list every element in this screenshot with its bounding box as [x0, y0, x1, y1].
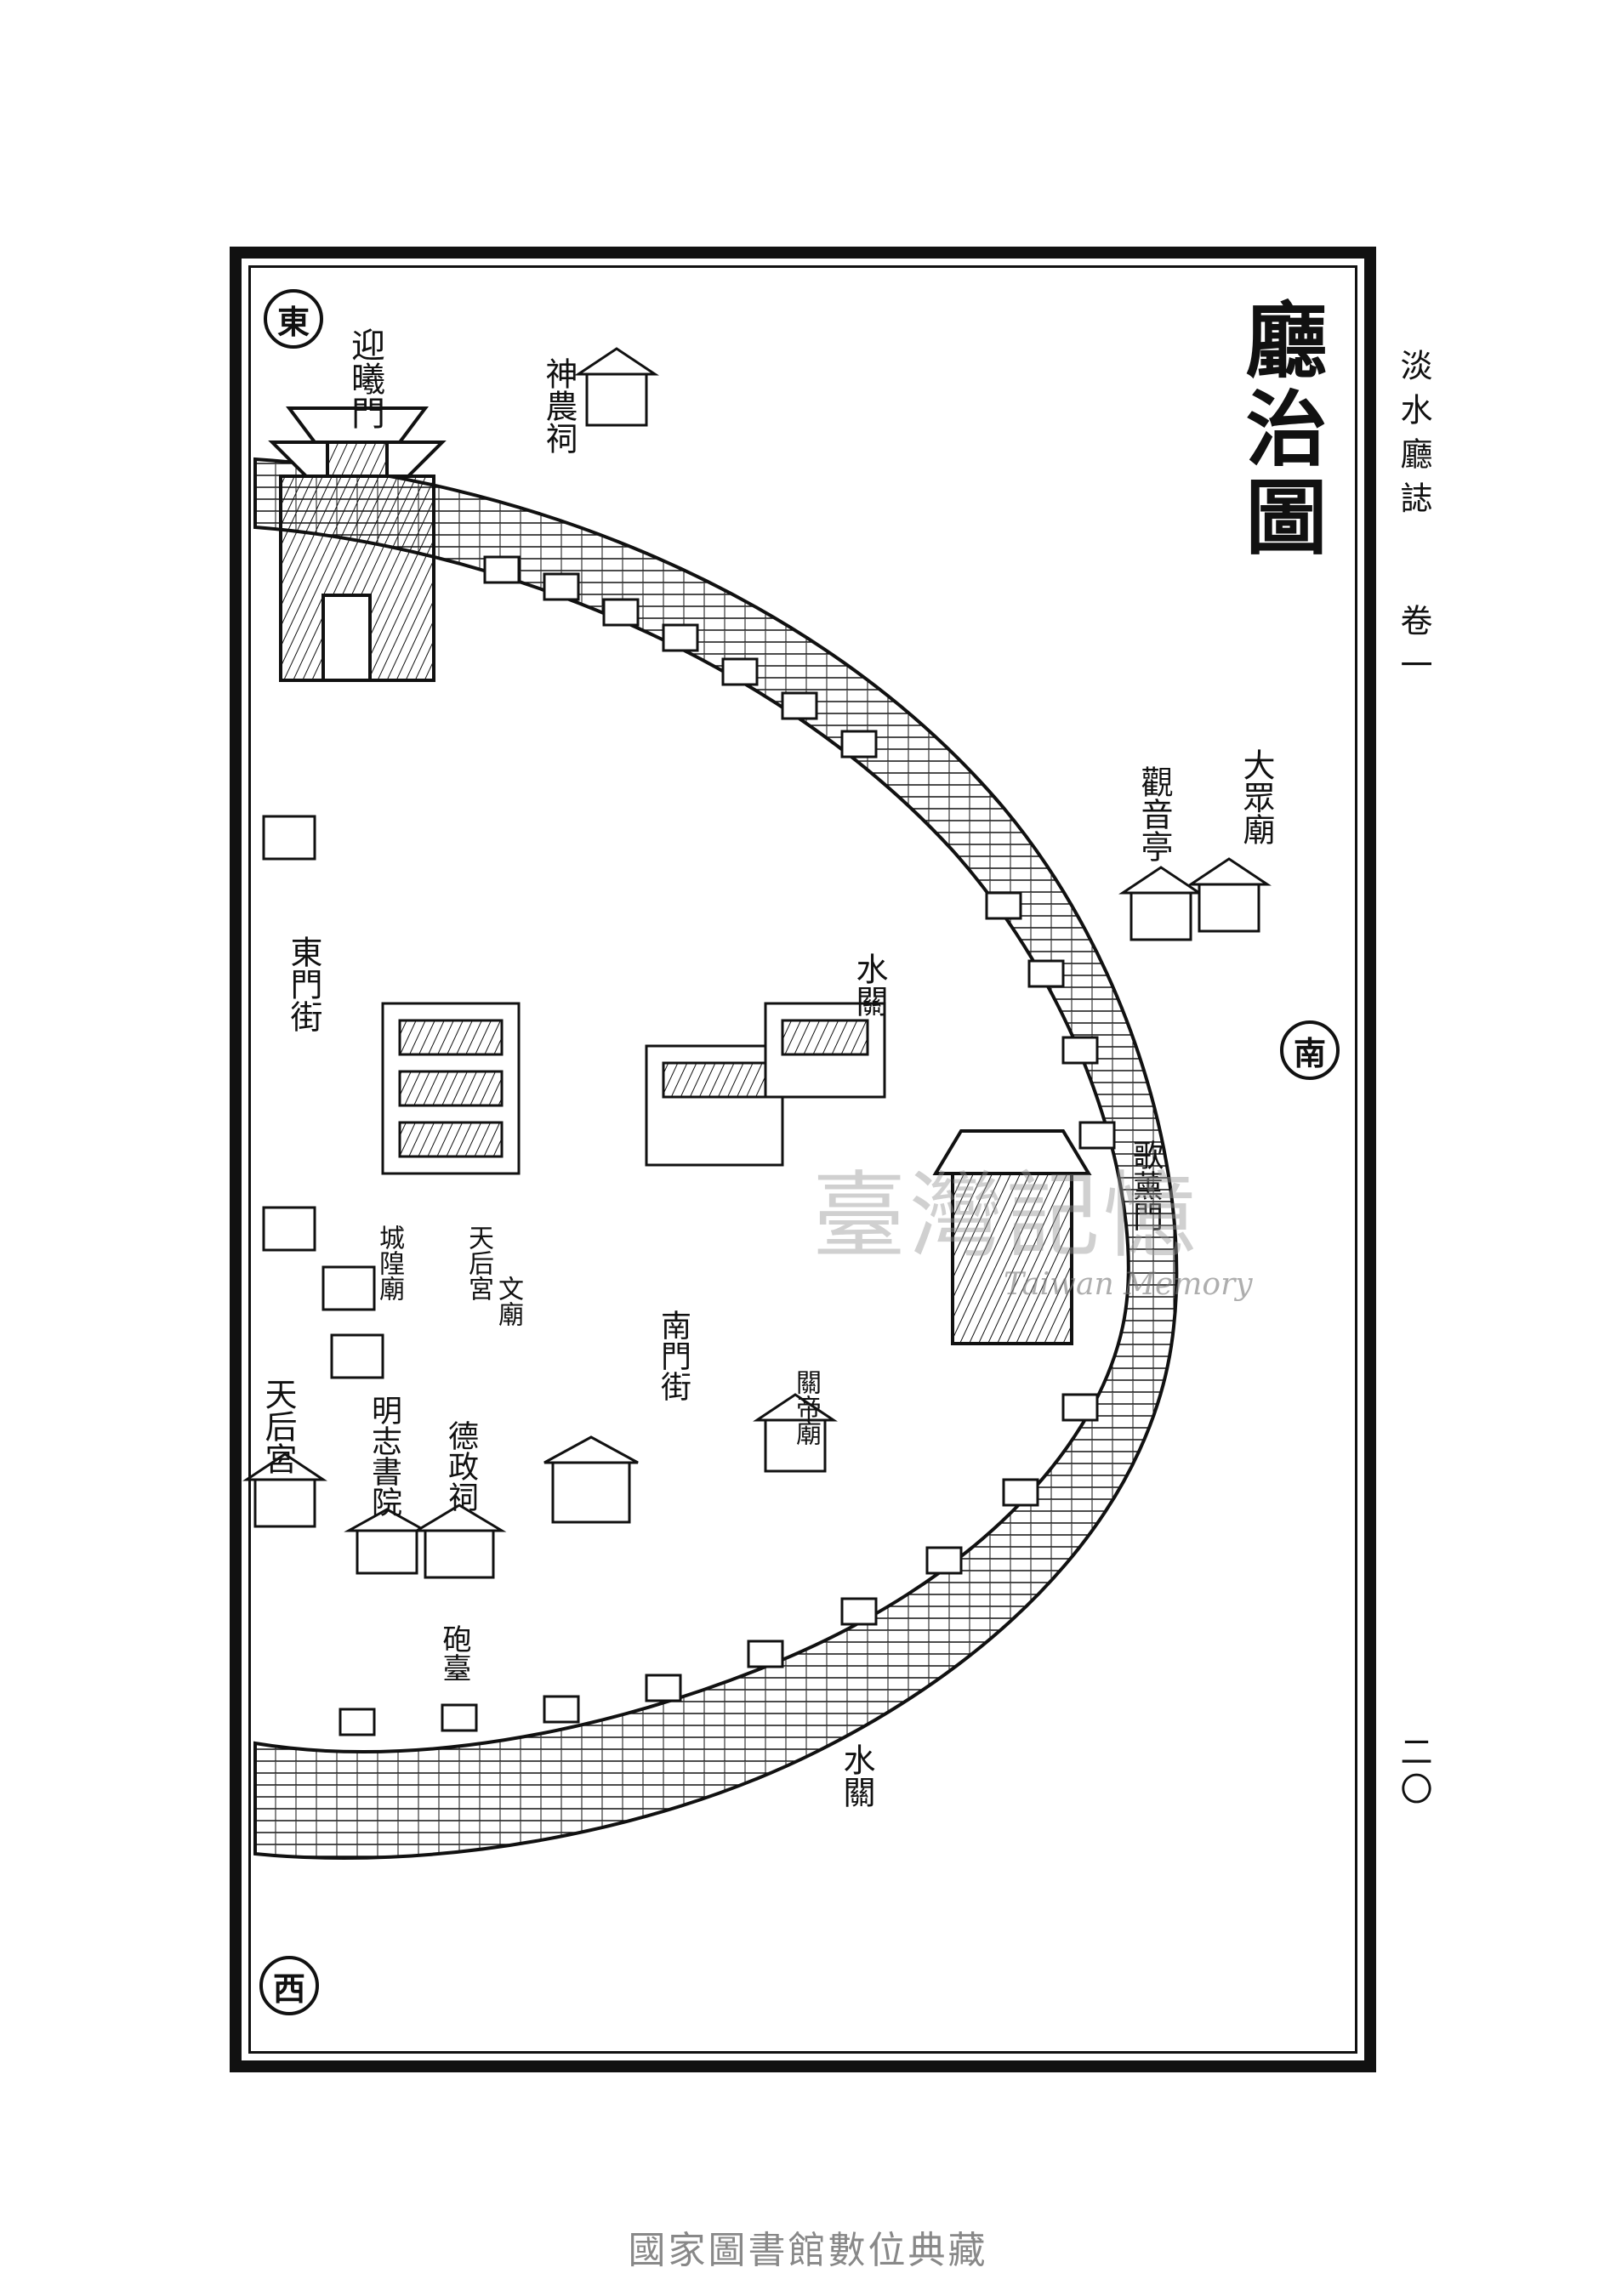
label-south-street: 南門街	[656, 1310, 691, 1401]
map-frame-inner	[248, 265, 1357, 2054]
label-mingzhi: 明志書院	[367, 1395, 401, 1517]
watermark-sub: Taiwan Memory	[1004, 1267, 1253, 1302]
label-paotai: 砲臺	[437, 1624, 471, 1682]
label-shuiguan-lower: 水關	[838, 1743, 875, 1808]
watermark-main: 臺灣記憶	[812, 1162, 1200, 1270]
compass-south: 南	[1280, 1020, 1340, 1080]
label-south-gate: 歌薰門	[1128, 1139, 1163, 1231]
label-chenghuang: 城隍廟	[374, 1225, 404, 1301]
label-shennong: 神農祠	[540, 357, 578, 454]
label-east-street: 東門街	[285, 935, 322, 1032]
map-title: 廳治圖	[1232, 298, 1328, 563]
temple-icons	[242, 347, 1272, 1579]
label-tianhou: 天后宮	[259, 1378, 297, 1475]
label-misc-a: 關帝廟	[791, 1369, 821, 1446]
label-wumiao: 文廟	[493, 1276, 523, 1327]
south-gate-tower	[932, 1129, 1092, 1345]
label-dezheng: 德政祠	[443, 1420, 478, 1512]
east-gate-tower	[268, 406, 447, 682]
label-tazhong: 大眾廟	[1238, 748, 1275, 845]
map-frame-outer	[230, 247, 1376, 2072]
city-wall	[253, 457, 1179, 1860]
label-misc-b: 天后宮	[464, 1225, 493, 1301]
label-shuiguan-upper: 水關	[851, 952, 888, 1017]
government-compound	[381, 1002, 886, 1175]
compass-west: 西	[259, 1956, 319, 2015]
side-volume: 卷一	[1395, 604, 1432, 692]
side-page-number: 二〇	[1395, 1735, 1432, 1810]
compass-east: 東	[264, 289, 323, 349]
label-guanyin: 觀音亭	[1135, 765, 1173, 862]
side-book-title: 淡水廳誌	[1395, 349, 1432, 526]
battlements	[339, 555, 1116, 1736]
footer-caption: 國家圖書館數位典藏	[628, 2229, 988, 2272]
label-east-gate: 迎曦門	[345, 327, 384, 429]
